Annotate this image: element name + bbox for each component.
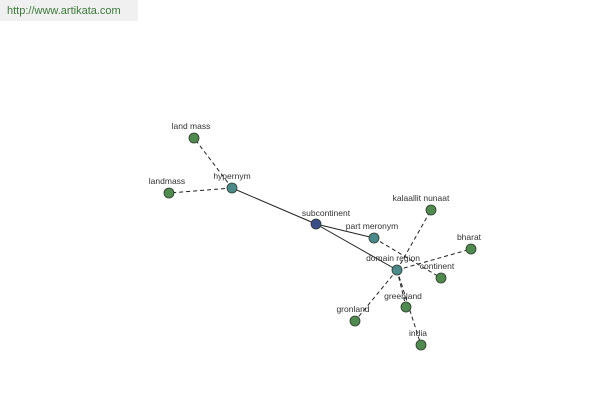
term-label-greenland[interactable]: greenland (384, 291, 422, 301)
graph-edges (168, 137, 472, 346)
term-node-greenland[interactable] (400, 301, 412, 313)
term-node-india[interactable] (415, 339, 427, 351)
relation-node-hypernym[interactable] (226, 182, 238, 194)
center-label-subcontinent[interactable]: subcontinent (302, 208, 351, 218)
edge-hypernym-land-mass (193, 137, 233, 189)
site-url-link[interactable]: http://www.artikata.com (7, 5, 121, 17)
term-label-continent[interactable]: continent (420, 261, 455, 271)
term-node-landmass[interactable] (163, 187, 175, 199)
edge-domain-region-greenland (396, 269, 407, 308)
edge-domain-region-kalaallit-nunaat (396, 209, 432, 271)
relation-node-domain-region[interactable] (391, 264, 403, 276)
edge-center-domain-region (315, 223, 398, 271)
term-label-bharat[interactable]: bharat (457, 232, 482, 242)
edge-domain-region-india (396, 269, 422, 346)
edge-domain-region-bharat (396, 248, 472, 271)
relation-label-part-meronym[interactable]: part meronym (346, 221, 398, 231)
term-node-land-mass[interactable] (188, 132, 200, 144)
relation-node-part-meronym[interactable] (368, 232, 380, 244)
term-node-gronland[interactable] (349, 315, 361, 327)
term-label-kalaallit-nunaat[interactable]: kalaallit nunaat (393, 193, 450, 203)
relation-label-domain-region[interactable]: domain region (366, 253, 420, 263)
edge-hypernym-landmass (168, 187, 233, 194)
graph-labels: land mass landmass continent kalaallit nuna… (149, 121, 482, 338)
term-node-kalaallit-nunaat[interactable] (425, 204, 437, 216)
graph-nodes (163, 132, 477, 351)
term-node-bharat[interactable] (465, 243, 477, 255)
term-label-landmass[interactable]: landmass (149, 176, 185, 186)
center-node-subcontinent[interactable] (310, 218, 322, 230)
edge-part-meronym-continent (373, 237, 442, 279)
term-label-land-mass[interactable]: land mass (172, 121, 211, 131)
term-label-india[interactable]: india (409, 328, 427, 338)
term-label-gronland[interactable]: gronland (336, 304, 369, 314)
edge-center-part-meronym (315, 223, 375, 239)
url-banner: http://www.artikata.com (0, 0, 138, 21)
relation-label-hypernym[interactable]: hypernym (213, 171, 250, 181)
term-node-continent[interactable] (435, 272, 447, 284)
edge-center-hypernym (231, 187, 317, 225)
